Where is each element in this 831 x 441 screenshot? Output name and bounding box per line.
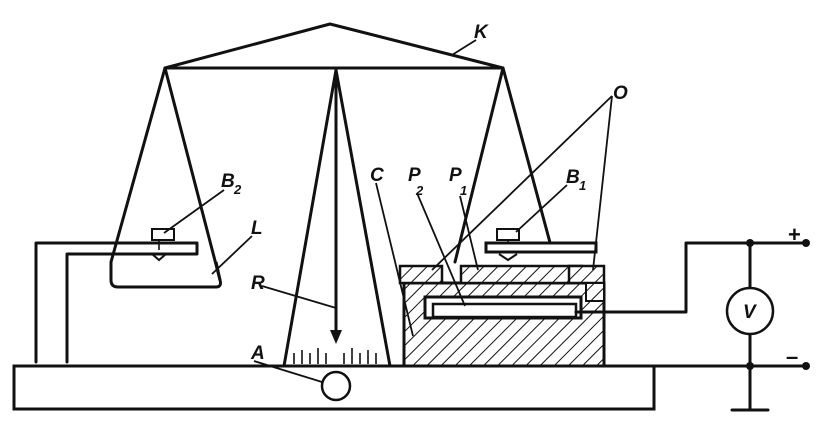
balance-beam-k	[163, 22, 505, 70]
pivot-point-a	[320, 370, 352, 402]
pointer-arrowhead	[330, 330, 342, 344]
voltmeter	[725, 286, 775, 336]
right-pan-plate	[484, 241, 598, 254]
electrode-p2	[431, 302, 578, 319]
label-p2-sub: 2	[415, 183, 424, 198]
label-a: A	[250, 343, 265, 364]
label-p1: P	[449, 165, 462, 186]
circuit-wiring	[574, 241, 806, 412]
label-p2: P	[408, 165, 421, 186]
label-b2-sub: 2	[233, 182, 242, 197]
terminal-minus	[802, 362, 810, 370]
terminal-plus	[802, 239, 810, 247]
label-minus: –	[786, 344, 798, 369]
label-b1-sub: 1	[579, 178, 586, 193]
housing-c	[398, 264, 606, 368]
left-plate	[34, 241, 199, 364]
right-hanger	[453, 66, 554, 264]
junction-bottom	[746, 362, 754, 370]
label-k: K	[474, 22, 489, 43]
label-b2: B	[221, 171, 235, 192]
left-pan-l	[109, 261, 222, 289]
label-c: C	[370, 165, 384, 186]
terminal-b1	[496, 228, 520, 262]
junction-top	[746, 239, 754, 247]
label-b1: B	[566, 167, 580, 188]
terminal-b2	[151, 228, 175, 262]
label-v: V	[743, 302, 757, 323]
label-l: L	[251, 218, 263, 239]
scale-ticks	[293, 348, 377, 364]
leader-lines	[163, 39, 613, 383]
label-p1-sub: 1	[460, 183, 467, 198]
left-hanger	[109, 66, 222, 282]
label-plus: +	[788, 222, 801, 247]
label-o: O	[613, 83, 628, 104]
label-r: R	[251, 273, 265, 294]
